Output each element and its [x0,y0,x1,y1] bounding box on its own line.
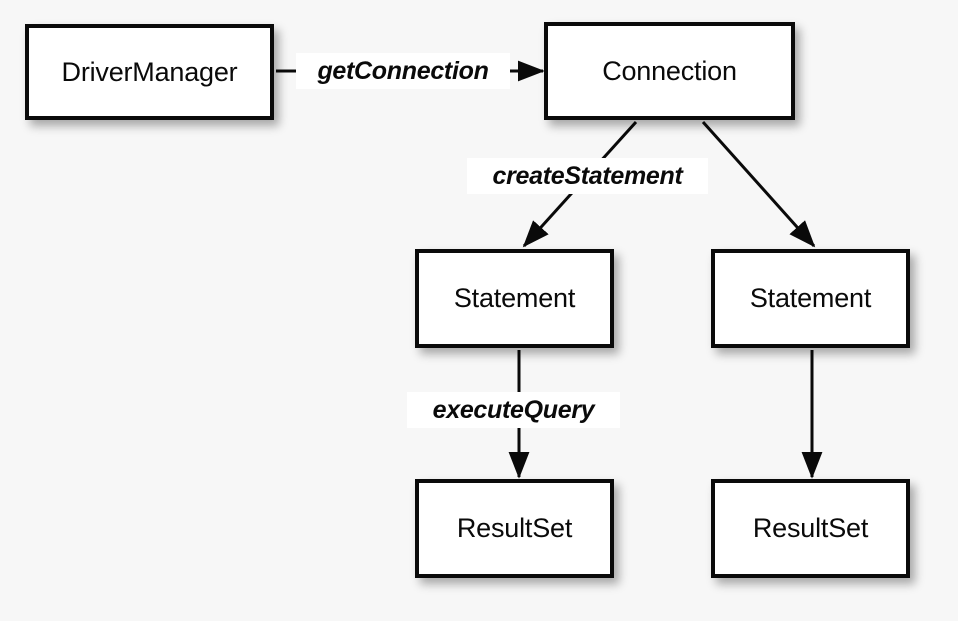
node-resultset-right-label: ResultSet [752,513,869,543]
node-driver-manager[interactable]: DriverManager [25,24,274,120]
node-statement-right[interactable]: Statement [711,249,910,348]
edge-label-create-statement-text: createStatement [492,161,683,190]
node-resultset-left[interactable]: ResultSet [415,479,614,578]
edge-label-execute-query: executeQuery [407,392,620,428]
node-connection[interactable]: Connection [544,22,795,120]
arrow-create-statement-right [701,120,816,248]
edge-label-get-connection: getConnection [296,53,510,89]
edge-label-execute-query-text: executeQuery [432,395,595,424]
node-statement-left[interactable]: Statement [415,249,614,348]
node-statement-left-label: Statement [453,283,576,313]
node-connection-label: Connection [602,55,737,86]
edge-label-create-statement: createStatement [467,158,708,194]
node-statement-right-label: Statement [749,283,872,313]
edge-label-get-connection-text: getConnection [317,56,489,85]
node-driver-manager-label: DriverManager [61,56,238,87]
node-resultset-left-label: ResultSet [456,513,573,543]
node-resultset-right[interactable]: ResultSet [711,479,910,578]
